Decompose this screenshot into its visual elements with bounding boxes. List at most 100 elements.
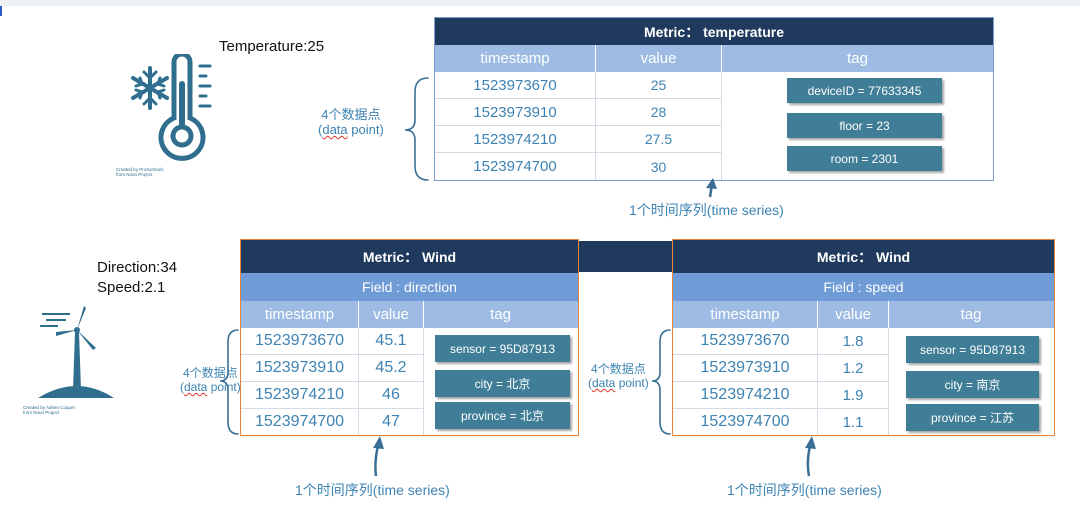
credit-line: from Noun Project [116, 172, 153, 177]
table-row: 1523974700 1.1 [673, 409, 889, 435]
tag-pill: deviceID = 77633345 [787, 78, 942, 103]
data-word: data [592, 375, 616, 390]
point-word: point) [207, 379, 241, 394]
value-cell: 47 [359, 409, 424, 435]
tag-pill: city = 北京 [435, 370, 570, 397]
column-header-value: value [818, 301, 889, 328]
value-cell: 27.5 [596, 126, 722, 152]
table-row: 1523973910 1.2 [673, 355, 889, 382]
column-header-value: value [359, 301, 424, 328]
tag-pill: floor = 23 [787, 113, 942, 138]
point-word: point) [615, 375, 649, 390]
speed-brace [651, 329, 671, 435]
data-word: data [184, 379, 208, 394]
paren: ( [588, 375, 592, 390]
wind-reading: Direction:34 Speed:2.1 [97, 258, 177, 298]
table-row: 1523973670 1.8 [673, 328, 889, 355]
timestamp-cell: 1523974700 [673, 409, 818, 435]
speed-data-points-label: 4个数据点 (data point) [588, 362, 649, 391]
temperature-reading: Temperature:25 [219, 38, 325, 55]
direction-time-series-label: 1个时间序列(time series) [295, 482, 450, 498]
metric-header: Metric： temperature [435, 18, 993, 45]
wind-turbine-icon [38, 306, 114, 398]
table-row: 1523973910 28 [435, 99, 722, 126]
temperature-icon-credit: Created by ProSymbols from Noun Project [116, 167, 164, 177]
value-cell: 28 [596, 99, 722, 125]
data-points-english: (data point) [180, 379, 241, 395]
direction-reading: Direction:34 [97, 259, 178, 276]
value-cell: 1.1 [818, 409, 889, 435]
timestamp-cell: 1523973670 [673, 328, 818, 354]
top-border [0, 0, 1080, 6]
value-cell: 25 [596, 72, 722, 98]
direction-brace [219, 329, 239, 435]
tag-pill: city = 南京 [906, 371, 1039, 398]
timestamp-cell: 1523974700 [241, 409, 359, 435]
metric-header-connector [578, 241, 673, 272]
column-header-timestamp: timestamp [241, 301, 359, 328]
table-row: 1523974700 47 [241, 409, 424, 435]
paren: ( [318, 121, 323, 137]
data-points-count: 4个数据点 [183, 366, 238, 380]
data-points-english: (data point) [588, 375, 649, 391]
data-points-english: (data point) [318, 121, 384, 138]
timestamp-cell: 1523973910 [241, 355, 359, 381]
credit-line: Created by ProSymbols [116, 167, 164, 172]
wind-direction-table: Metric： Wind Field : direction timestamp… [240, 239, 579, 436]
table-row: 1523973670 45.1 [241, 328, 424, 355]
corner-marker [0, 6, 2, 16]
column-header-tag: tag [490, 306, 511, 323]
table-row: 1523974700 30 [435, 153, 722, 180]
value-cell: 1.8 [818, 328, 889, 354]
value-cell: 30 [596, 153, 722, 180]
table-row: 1523974210 27.5 [435, 126, 722, 153]
table-row: 1523974210 46 [241, 382, 424, 409]
table-row: 1523973910 45.2 [241, 355, 424, 382]
table-row: 1523974210 1.9 [673, 382, 889, 409]
tag-pill: province = 江苏 [906, 404, 1039, 431]
data-points-count: 4个数据点 [591, 362, 646, 376]
column-headers: timestamp value tag [673, 301, 1054, 328]
column-headers: timestamp value tag [241, 301, 578, 328]
field-header: Field : direction [241, 273, 578, 301]
tag-pill: sensor = 95D87913 [906, 336, 1039, 363]
direction-data-points-label: 4个数据点 (data point) [180, 366, 241, 395]
wind-speed-table: Metric： Wind Field : speed timestamp val… [672, 239, 1055, 436]
value-cell: 45.1 [359, 328, 424, 354]
column-header-tag: tag [960, 306, 982, 323]
temperature-data-points-label: 4个数据点 (data point) [318, 107, 384, 138]
speed-reading: Speed:2.1 [97, 279, 166, 296]
thermometer-snowflake-icon [131, 54, 212, 161]
field-header: Field : speed [673, 273, 1054, 301]
tag-pill: sensor = 95D87913 [435, 335, 570, 362]
tag-pill: province = 北京 [435, 402, 570, 429]
timestamp-cell: 1523973910 [673, 355, 818, 381]
temperature-brace [404, 77, 429, 181]
table-row: 1523973670 25 [435, 72, 722, 99]
credit-line: from Noun Project [23, 410, 60, 415]
column-header-timestamp: timestamp [673, 301, 818, 328]
timestamp-cell: 1523973670 [241, 328, 359, 354]
wind-icon-credit: Created by Adrien Coquet from Noun Proje… [23, 405, 75, 415]
timestamp-cell: 1523974700 [435, 153, 596, 180]
credit-line: Created by Adrien Coquet [23, 405, 75, 410]
data-word: data [322, 121, 348, 137]
value-cell: 46 [359, 382, 424, 408]
temperature-metric-table: Metric： temperature timestamp value tag … [434, 17, 994, 181]
value-cell: 1.2 [818, 355, 889, 381]
paren: ( [180, 379, 184, 394]
data-points-count: 4个数据点 [321, 107, 381, 122]
point-word: point) [347, 121, 384, 137]
value-cell: 1.9 [818, 382, 889, 408]
timestamp-cell: 1523973910 [435, 99, 596, 125]
timestamp-cell: 1523974210 [435, 126, 596, 152]
timestamp-cell: 1523974210 [241, 382, 359, 408]
temperature-time-series-label: 1个时间序列(time series) [629, 202, 784, 218]
column-header-timestamp: timestamp [435, 45, 596, 72]
column-header-tag: tag [847, 50, 868, 67]
metric-header: Metric： Wind [673, 240, 1054, 273]
timestamp-cell: 1523973670 [435, 72, 596, 98]
value-cell: 45.2 [359, 355, 424, 381]
column-headers: timestamp value tag [435, 45, 993, 72]
